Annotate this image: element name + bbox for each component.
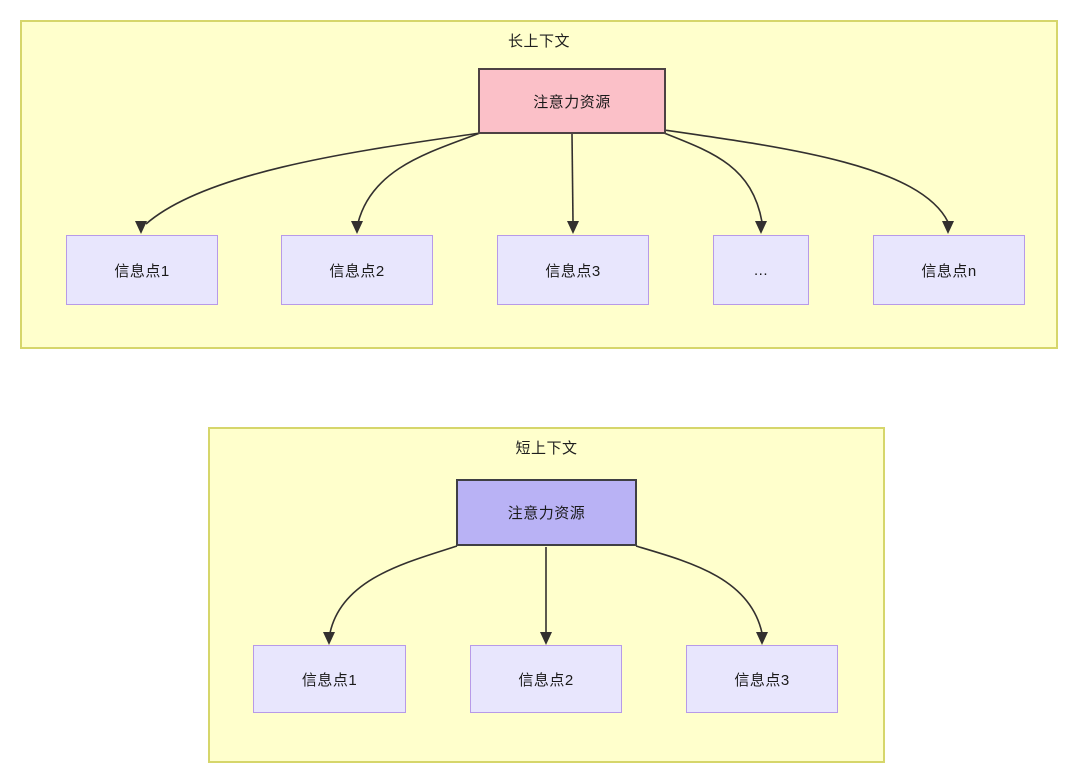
long-context-panel-title: 长上下文 [507,33,570,50]
long-context-leaf-info1-label: 信息点1 [114,262,170,280]
long-context-leaf-info2-label: 信息点2 [329,262,385,280]
short-context-leaf-info1[interactable]: 信息点1 [253,645,406,713]
short-context-panel-title: 短上下文 [515,440,578,457]
long-context-leaf-info2[interactable]: 信息点2 [281,235,433,305]
short-context-leaf-info2[interactable]: 信息点2 [470,645,622,713]
short-context-leaf-info1-label: 信息点1 [301,671,358,689]
long-context-leaf-info3[interactable]: 信息点3 [497,235,649,305]
long-context-leaf-ellipsis-label: ... [753,261,768,279]
short-context-root-node[interactable]: 注意力资源 [456,479,637,546]
long-context-leaf-infon[interactable]: 信息点n [873,235,1025,305]
short-context-root-label: 注意力资源 [507,505,586,522]
long-context-leaf-ellipsis[interactable]: ... [713,235,809,305]
short-context-leaf-info2-label: 信息点2 [518,671,574,689]
short-context-leaf-info3-label: 信息点3 [734,671,790,689]
long-context-root-label: 注意力资源 [533,93,611,111]
short-context-leaf-info3[interactable]: 信息点3 [686,645,838,713]
long-context-leaf-info1[interactable]: 信息点1 [66,235,218,305]
long-context-leaf-infon-label: 信息点n [921,262,977,280]
long-context-root-node[interactable]: 注意力资源 [478,68,666,134]
long-context-leaf-info3-label: 信息点3 [545,262,601,280]
